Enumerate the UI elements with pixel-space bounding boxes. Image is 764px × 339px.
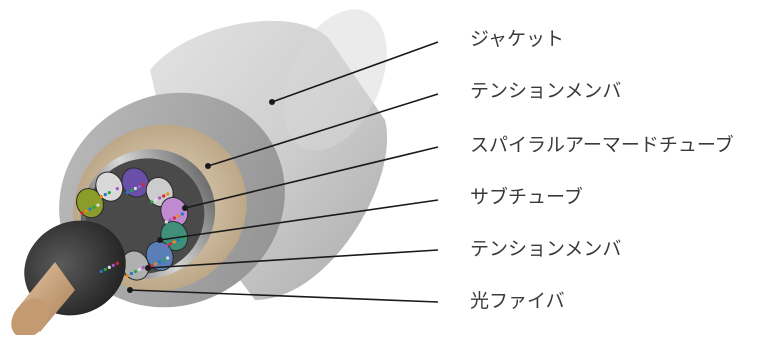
optical-fiber-end — [166, 256, 170, 260]
optical-fiber-end — [99, 195, 103, 199]
optical-fiber-end — [80, 211, 84, 215]
optical-fiber-end — [162, 258, 166, 262]
optical-fiber-end — [96, 203, 100, 207]
leader-line-jacket — [271, 41, 439, 103]
leader-line-tension-member-inner — [147, 249, 439, 269]
optical-fiber-end — [168, 242, 172, 246]
label-optical-fiber: 光ファイバ — [470, 290, 565, 312]
optical-fiber-end — [150, 200, 154, 204]
optical-fiber-end — [133, 269, 137, 274]
optical-fiber-end — [158, 196, 162, 200]
optical-fiber-end — [164, 220, 168, 224]
leader-dots — [127, 99, 275, 293]
label-tension-member-outer: テンションメンバ — [470, 80, 622, 102]
optical-fiber-end — [141, 265, 145, 270]
optical-fiber-end — [92, 205, 96, 209]
optical-fiber-end — [115, 187, 119, 191]
optical-fiber-end — [162, 194, 166, 198]
optical-fiber-end — [111, 263, 115, 267]
optical-fiber-end — [129, 188, 133, 193]
label-subtube: サブチューブ — [470, 186, 583, 208]
leader-line-subtube — [159, 199, 439, 241]
leader-line-optical-fiber — [129, 289, 439, 303]
leader-lines — [129, 41, 439, 303]
optical-fiber-end — [103, 193, 107, 197]
optical-fiber-end — [107, 265, 111, 269]
optical-fiber-end — [125, 273, 129, 278]
optical-fiber-end — [111, 189, 115, 193]
subtube — [95, 171, 124, 202]
leader-line-tension-member-outer — [207, 93, 439, 167]
optical-fiber-end — [166, 192, 170, 196]
optical-fiber-end — [137, 184, 141, 189]
optical-fiber-end — [172, 240, 176, 244]
optical-fiber-end — [88, 207, 92, 211]
optical-fiber-end — [158, 260, 162, 264]
optical-fiber-end — [84, 209, 88, 213]
optical-fiber-end — [99, 269, 103, 273]
central-strength-rod — [11, 262, 75, 338]
optical-fiber-end — [172, 216, 176, 220]
optical-fiber-end — [129, 271, 133, 276]
optical-fiber-end — [150, 264, 154, 268]
optical-fiber-ends — [80, 182, 184, 278]
optical-fiber-end — [115, 261, 119, 265]
optical-fiber-end — [103, 267, 107, 271]
optical-fiber-end — [154, 262, 158, 266]
optical-fiber-end — [133, 186, 137, 191]
leader-line-spiral-armor — [184, 146, 439, 209]
optical-fiber-end — [180, 212, 184, 216]
optical-fiber-end — [164, 244, 168, 248]
optical-fiber-end — [107, 191, 111, 195]
optical-fiber-end — [168, 218, 172, 222]
optical-fiber-end — [176, 214, 180, 218]
optical-fiber-end — [154, 198, 158, 202]
optical-fiber-end — [125, 190, 129, 195]
optical-fiber-end — [137, 267, 141, 272]
optical-fiber-end — [141, 182, 145, 187]
optical-fiber-end — [176, 238, 180, 242]
label-jacket: ジャケット — [470, 28, 565, 50]
subtube-bundle — [76, 167, 189, 281]
subtube — [121, 167, 150, 198]
label-tension-member-inner: テンションメンバ — [470, 238, 622, 260]
label-spiral-armored-tube: スパイラルアーマードチューブ — [470, 134, 734, 156]
